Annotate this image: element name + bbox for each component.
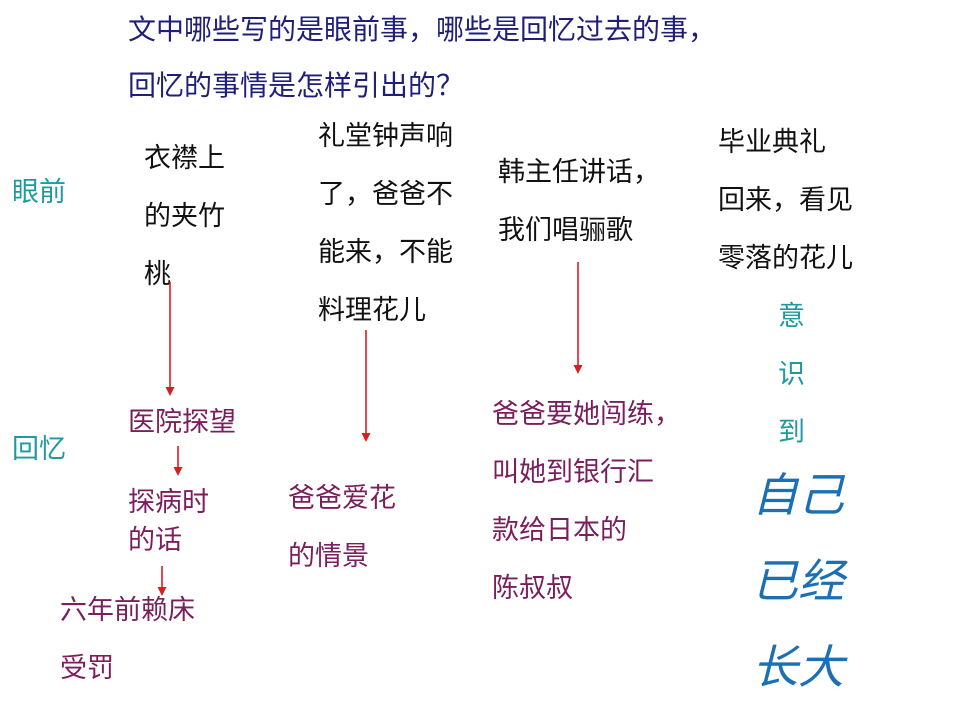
present-col4-line: 回来，看见 bbox=[718, 185, 853, 216]
present-col1-line: 的夹竹 bbox=[144, 201, 225, 232]
present-col4-line: 毕业典礼 bbox=[718, 127, 826, 158]
present-col1-line: 衣襟上 bbox=[144, 143, 225, 174]
memory-sick-words-line: 的话 bbox=[128, 525, 182, 556]
memory-sick-words-line: 探病时 bbox=[128, 487, 209, 518]
realize-char: 意 bbox=[778, 301, 805, 332]
memory-hospital: 医院探望 bbox=[128, 407, 236, 438]
arrow-hospital-to-sick-words bbox=[173, 446, 183, 476]
arrow-col2-to-flowers bbox=[361, 330, 371, 442]
conclusion-line: 长大 bbox=[752, 640, 844, 694]
arrow-sick-words-to-six-years bbox=[157, 566, 167, 596]
memory-six-years: 六年前赖床 受罚 bbox=[60, 582, 195, 698]
present-col3: 韩主任讲话， 我们唱骊歌 bbox=[498, 144, 660, 260]
present-col1-line: 桃 bbox=[144, 259, 171, 290]
memory-flowers-line: 爸爸爱花 bbox=[288, 483, 396, 514]
memory-flowers-line: 的情景 bbox=[288, 541, 369, 572]
realize-char: 到 bbox=[778, 417, 805, 448]
question-line-1: 文中哪些写的是眼前事，哪些是回忆过去的事， bbox=[128, 13, 717, 46]
realize-vertical: 意 识 到 bbox=[778, 288, 805, 462]
memory-bank: 爸爸要她闯练， 叫她到银行汇 款给日本的 陈叔叔 bbox=[492, 386, 681, 618]
present-col4-line: 零落的花儿 bbox=[718, 243, 853, 274]
memory-six-years-line: 受罚 bbox=[60, 653, 114, 684]
present-col2-line: 料理花儿 bbox=[318, 295, 426, 326]
memory-flowers: 爸爸爱花 的情景 bbox=[288, 470, 396, 586]
memory-bank-line: 爸爸要她闯练， bbox=[492, 399, 681, 430]
label-present: 眼前 bbox=[12, 177, 66, 208]
memory-sick-words: 探病时 的话 bbox=[128, 484, 209, 560]
memory-bank-line: 陈叔叔 bbox=[492, 573, 573, 604]
present-col2-line: 能来，不能 bbox=[318, 237, 453, 268]
memory-six-years-line: 六年前赖床 bbox=[60, 595, 195, 626]
arrow-col1-to-hospital bbox=[165, 282, 175, 396]
present-col4: 毕业典礼 回来，看见 零落的花儿 bbox=[718, 114, 853, 288]
present-col3-line: 我们唱骊歌 bbox=[498, 215, 633, 246]
conclusion-line: 自己 bbox=[752, 468, 844, 522]
present-col2-line: 礼堂钟声响 bbox=[318, 121, 453, 152]
present-col3-line: 韩主任讲话， bbox=[498, 157, 660, 188]
memory-bank-line: 款给日本的 bbox=[492, 515, 627, 546]
present-col2-line: 了，爸爸不 bbox=[318, 179, 453, 210]
conclusion-line: 已经 bbox=[752, 554, 844, 608]
present-col2: 礼堂钟声响 了，爸爸不 能来，不能 料理花儿 bbox=[318, 108, 453, 340]
present-col1: 衣襟上 的夹竹 桃 bbox=[144, 130, 225, 304]
question-line-2: 回忆的事情是怎样引出的？ bbox=[128, 69, 465, 102]
arrow-col3-to-bank bbox=[573, 262, 583, 374]
realize-char: 识 bbox=[778, 359, 805, 390]
conclusion-grown-up: 自己 已经 长大 bbox=[752, 452, 844, 710]
memory-bank-line: 叫她到银行汇 bbox=[492, 457, 654, 488]
label-memory: 回忆 bbox=[12, 434, 66, 465]
